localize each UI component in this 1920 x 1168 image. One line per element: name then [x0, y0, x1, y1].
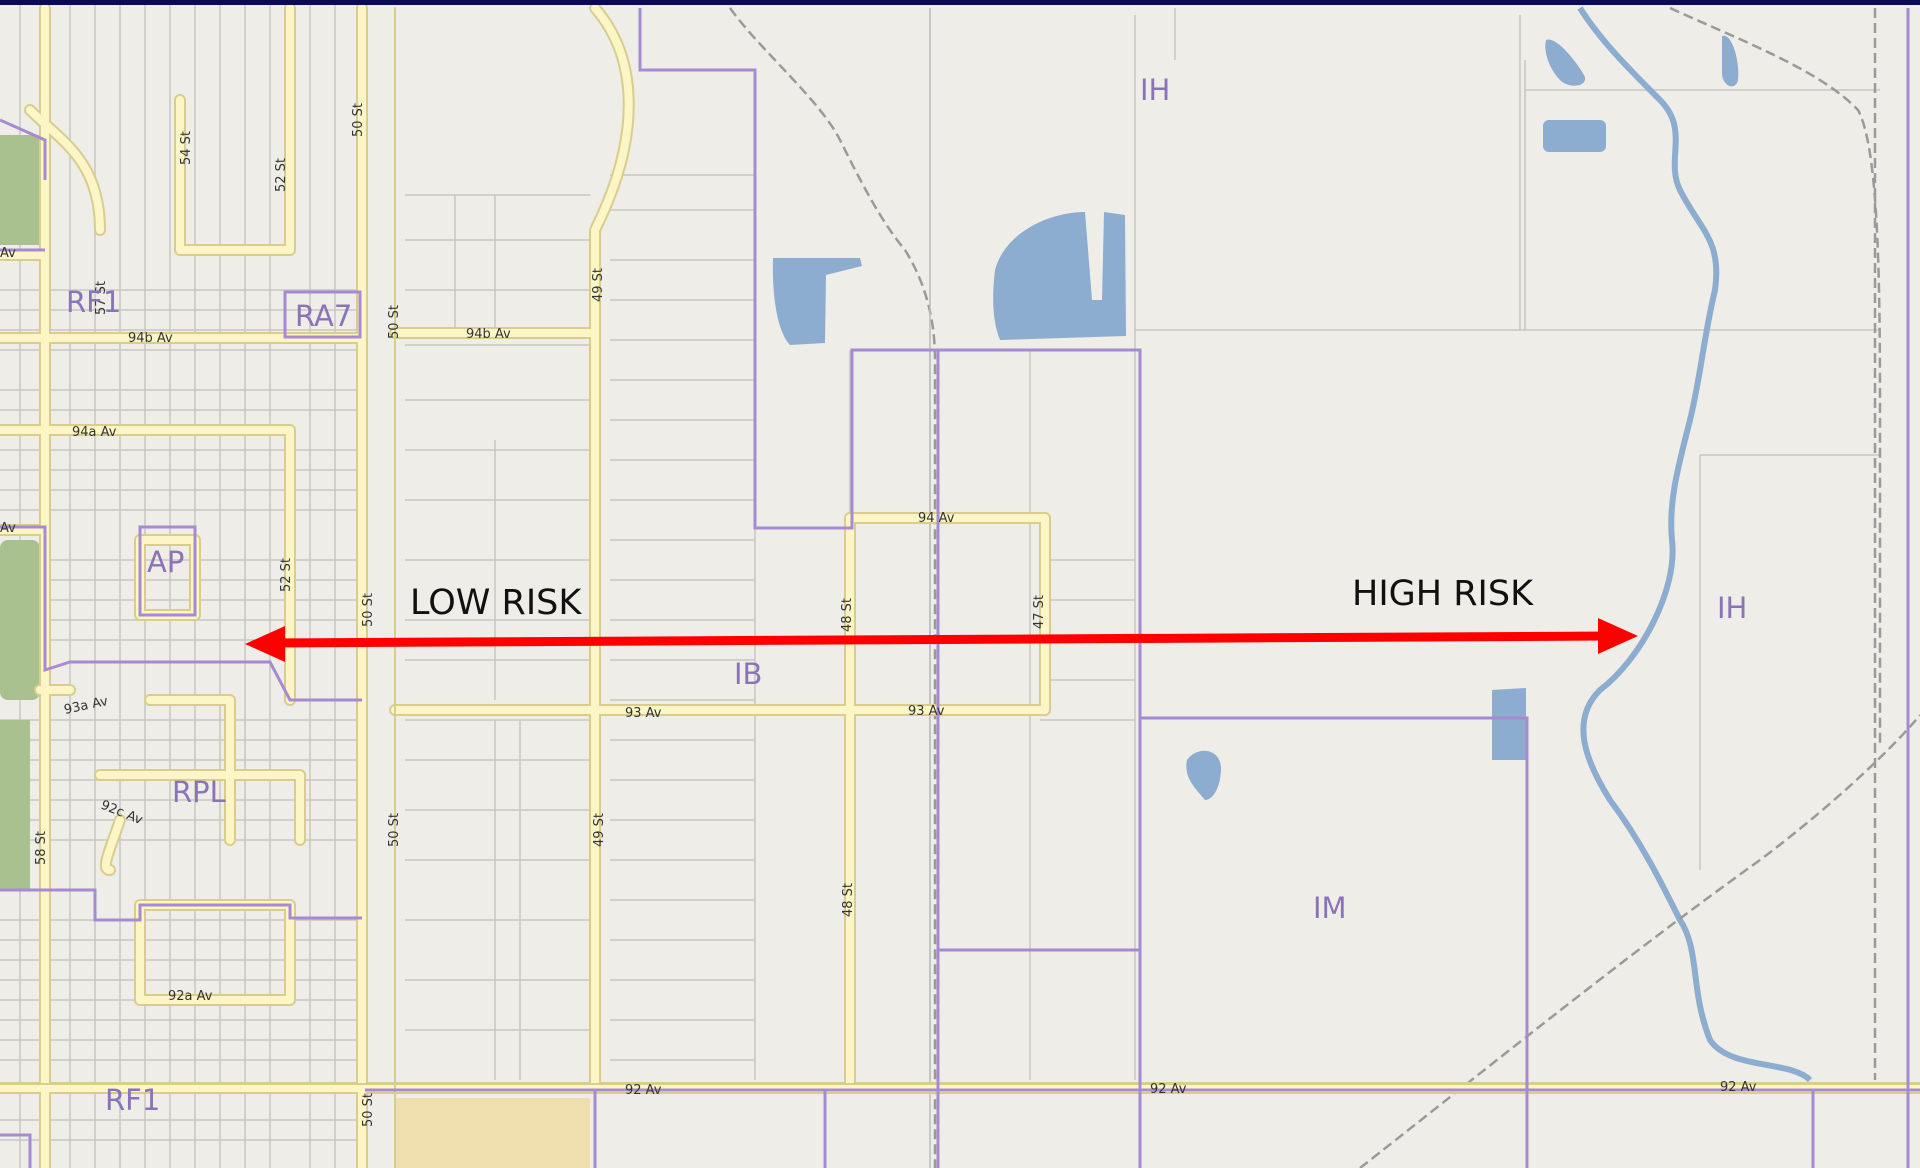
park-bottom — [0, 720, 30, 890]
zoning-boundaries — [0, 8, 1920, 1168]
pond-ne-3 — [1543, 120, 1606, 152]
label-52-st-mid: 52 St — [279, 558, 294, 592]
commercial-lot — [395, 1098, 590, 1168]
pond-nw — [772, 258, 862, 345]
label-92-av-mid: 92 Av — [1150, 1082, 1187, 1097]
zone-labels: IH IH IB IM RF1 RF1 RA7 AP RPL — [66, 73, 1747, 1117]
pond-se — [1186, 750, 1222, 800]
label-48-st-bottom: 48 St — [841, 883, 856, 917]
park-areas — [0, 135, 590, 1168]
pond-ne-1 — [1545, 39, 1586, 86]
risk-arrow — [245, 618, 1638, 662]
high-risk-label: HIGH RISK — [1352, 574, 1534, 614]
risk-arrow-head-left — [245, 626, 285, 662]
park-top — [0, 135, 45, 245]
label-48-st-top: 48 St — [840, 598, 855, 632]
label-57-st: 57 St — [94, 281, 109, 315]
label-93-av-left: 93 Av — [625, 706, 662, 721]
label-54-st: 54 St — [179, 131, 194, 165]
label-93-av-right: 93 Av — [908, 704, 945, 719]
window-top-border — [0, 0, 1920, 5]
label-av-edge-top: Av — [0, 246, 16, 261]
river — [1577, 6, 1813, 1083]
label-50-st-mid: 50 St — [387, 305, 402, 339]
zone-ih-right: IH — [1717, 591, 1747, 625]
label-52-st-top: 52 St — [274, 158, 289, 192]
label-49-st-top: 49 St — [591, 268, 606, 302]
label-49-st-bottom: 49 St — [592, 813, 607, 847]
ra7-boundary — [283, 290, 362, 339]
label-94-av: 94 Av — [918, 511, 955, 526]
zone-rf1-bottom: RF1 — [105, 1083, 160, 1117]
ap-boundary — [138, 525, 197, 617]
pond-north — [993, 212, 1126, 340]
railways — [728, 6, 1920, 1168]
map-background — [0, 4, 1920, 1168]
label-50-st-top: 50 St — [351, 103, 366, 137]
zone-rpl: RPL — [172, 775, 226, 809]
label-94b-av-left: 94b Av — [128, 331, 173, 346]
label-92a-av: 92a Av — [168, 989, 213, 1004]
risk-arrow-head-right — [1598, 618, 1638, 654]
label-50-st-lower: 50 St — [361, 593, 376, 627]
label-av-edge-mid: Av — [0, 521, 16, 536]
zone-rf1-top: RF1 — [66, 285, 121, 319]
risk-arrow-shaft — [269, 631, 1611, 648]
zone-ra7: RA7 — [295, 299, 352, 333]
label-92-av-right: 92 Av — [1720, 1080, 1757, 1095]
zone-ib: IB — [734, 657, 762, 691]
zone-im: IM — [1313, 891, 1347, 925]
label-50-st-bottom: 50 St — [361, 1093, 376, 1127]
pond-ne-2 — [1722, 35, 1739, 87]
low-risk-label: LOW RISK — [410, 583, 582, 623]
zone-ap: AP — [147, 545, 184, 579]
water-features — [772, 6, 1813, 1083]
label-50-st-left: 50 St — [387, 813, 402, 847]
label-94a-av: 94a Av — [72, 425, 117, 440]
label-92-av-left: 92 Av — [625, 1083, 662, 1098]
label-94b-av-right: 94b Av — [466, 327, 511, 342]
label-58-st: 58 St — [34, 831, 49, 865]
park-mid — [0, 540, 40, 700]
label-47-st: 47 St — [1032, 595, 1047, 629]
pond-east — [1492, 688, 1526, 760]
zone-ih-top: IH — [1140, 73, 1170, 107]
